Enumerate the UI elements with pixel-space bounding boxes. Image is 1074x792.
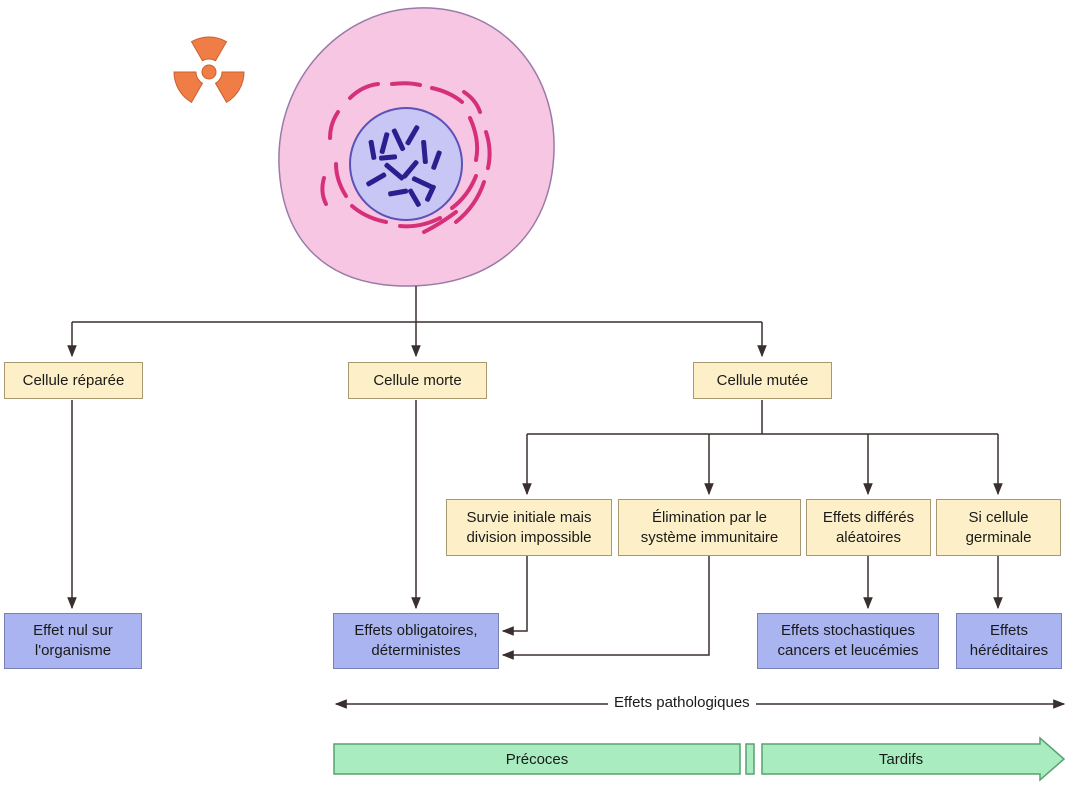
late-phase-label: Tardifs <box>878 750 924 768</box>
outcome-deterministes: Effets obligatoires, déterministes <box>333 613 499 669</box>
node-survie-initiale: Survie initiale mais division impossible <box>446 499 612 556</box>
early-phase-label: Précoces <box>505 750 569 768</box>
phase-bars <box>333 736 1066 782</box>
node-elimination: Élimination par le système immunitaire <box>618 499 801 556</box>
organelles <box>320 81 492 234</box>
early-phase-bar <box>333 743 741 775</box>
phase-separator <box>745 743 755 775</box>
cell-nucleus <box>349 107 463 221</box>
outcome-effet-nul: Effet nul sur l'organisme <box>4 613 142 669</box>
node-cellule-mutee: Cellule mutée <box>693 362 832 399</box>
node-cellule-germinale: Si cellule germinale <box>936 499 1061 556</box>
node-cellule-morte: Cellule morte <box>348 362 487 399</box>
cell-illustration <box>278 7 555 287</box>
chromosomes <box>366 125 442 207</box>
outcome-hereditaires: Effets héréditaires <box>956 613 1062 669</box>
pathological-effects-label: Effets pathologiques <box>608 694 756 711</box>
node-cellule-reparee: Cellule réparée <box>4 362 143 399</box>
late-phase-arrow <box>761 736 1066 782</box>
node-effets-differes: Effets différés aléatoires <box>806 499 931 556</box>
radiation-hazard-icon <box>173 36 245 103</box>
outcome-stochastiques: Effets stochastiques cancers et leucémie… <box>757 613 939 669</box>
